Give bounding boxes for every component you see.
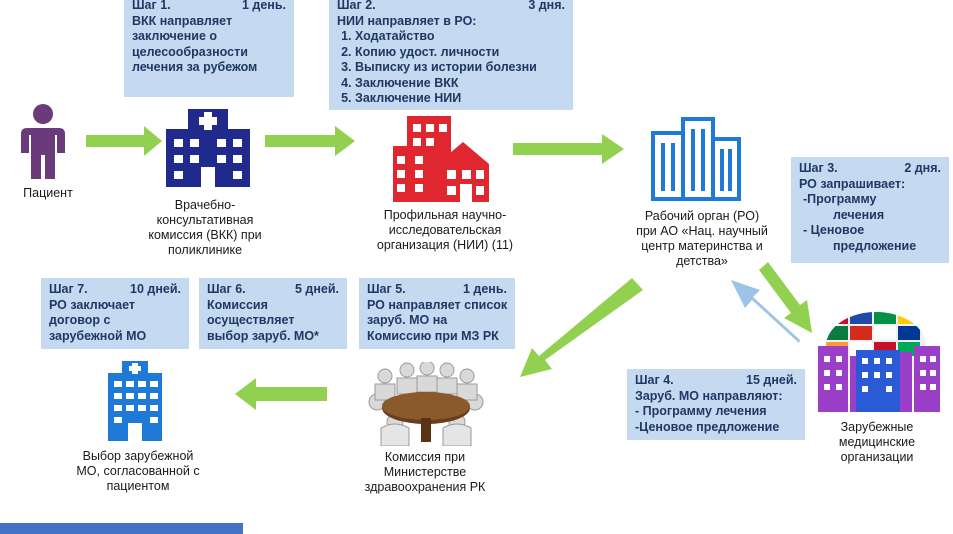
step-2-list: Ходатайство Копию удост. личности Выписк… xyxy=(337,29,565,107)
step-3-days: 2 дня. xyxy=(904,161,941,175)
arrow-ro-to-foreign xyxy=(759,262,812,333)
step-5-line: заруб. МО на xyxy=(367,313,448,327)
hospital-tower-icon xyxy=(108,361,162,441)
commission-label-line: Министерстве xyxy=(383,465,467,479)
vkk-label-line: комиссия (ВКК) при xyxy=(148,228,262,242)
hospital-building-icon xyxy=(166,109,250,187)
choice-label: Выбор зарубежной МО, согласованной с пац… xyxy=(58,449,218,494)
step-3-line: РО запрашивает: xyxy=(799,176,906,191)
step-2-item: Заключение ВКК xyxy=(355,76,565,92)
foreign-label-line: медицинские xyxy=(838,435,916,449)
nii-label-line: Профильная научно- xyxy=(383,208,507,222)
ro-label-line: при АО «Нац. научный xyxy=(636,224,768,238)
ro-label-line: центр материнства и xyxy=(641,239,763,253)
step-7-line: зарубежной МО xyxy=(49,328,147,343)
choice-label-line: МО, согласованной с xyxy=(76,464,200,478)
step-4-line: -Ценовое предложение xyxy=(635,419,780,434)
step-5-days: 1 день. xyxy=(462,282,507,296)
vkk-label-line: поликлинике xyxy=(167,243,243,257)
vkk-label-line: консультативная xyxy=(156,213,254,227)
step-5-line: РО направляет список xyxy=(367,297,508,312)
ro-label: Рабочий орган (РО) при АО «Нац. научный … xyxy=(612,209,792,269)
step-2-days: 3 дня. xyxy=(528,0,565,12)
arrow-ro-to-commission xyxy=(520,278,643,377)
ro-label-line: Рабочий орган (РО) xyxy=(644,209,760,223)
arrow-patient-to-vkk xyxy=(86,126,162,156)
patient-label: Пациент xyxy=(23,186,73,200)
step-1-title: Шаг 1. xyxy=(132,0,171,12)
nii-label: Профильная научно- исследовательская орг… xyxy=(360,208,530,253)
step-1-days: 1 день. xyxy=(241,0,286,12)
foreign-label-line: организации xyxy=(840,450,914,464)
ro-label-line: детства» xyxy=(676,254,728,268)
step-3-line: предложение xyxy=(833,238,917,253)
step-3-line: лечения xyxy=(833,207,885,222)
nii-label-line: исследовательская xyxy=(388,223,502,237)
step-6-line: выбор заруб. МО* xyxy=(207,328,319,343)
step-1-line: заключение о xyxy=(132,29,218,43)
step-2-box: Шаг 2. 3 дня. НИИ направляет в РО: Ходата… xyxy=(329,0,573,110)
step-1-line: ВКК направляет xyxy=(132,13,233,28)
nii-label-line: организация (НИИ) (11) xyxy=(376,238,514,252)
step-6-box: Шаг 6. 5 дней. Комиссия осуществляет выбо… xyxy=(199,278,347,349)
vkk-label-line: Врачебно- xyxy=(174,198,236,212)
step-1-box: Шаг 1. 1 день. ВКК направляет заключение … xyxy=(124,0,294,97)
step-7-box: Шаг 7. 10 дней. РО заключает договор с за… xyxy=(41,278,189,349)
meeting-table-icon xyxy=(368,362,484,446)
step-6-days: 5 дней. xyxy=(294,282,339,296)
step-2-item: Выписку из истории болезни xyxy=(355,60,565,76)
foreign-label-line: Зарубежные xyxy=(840,420,914,434)
vkk-label: Врачебно- консультативная комиссия (ВКК)… xyxy=(130,198,280,258)
step-5-line: Комиссию при МЗ РК xyxy=(367,328,499,343)
choice-label-line: пациентом xyxy=(106,479,170,493)
step-7-days: 10 дней. xyxy=(130,282,181,296)
step-3-line: -Программу xyxy=(803,192,877,206)
foreign-label: Зарубежные медицинские организации xyxy=(812,420,942,465)
step-2-line: НИИ направляет в РО: xyxy=(337,13,477,28)
step-7-title: Шаг 7. xyxy=(49,282,88,296)
step-3-line: - Ценовое xyxy=(803,223,865,237)
step-7-line: договор с xyxy=(49,313,111,327)
commission-label-line: здравоохранения РК xyxy=(364,480,486,494)
step-6-title: Шаг 6. xyxy=(207,282,246,296)
step-5-box: Шаг 5. 1 день. РО направляет список заруб… xyxy=(359,278,515,349)
step-2-item: Ходатайство xyxy=(355,29,565,45)
step-1-line: лечения за рубежом xyxy=(132,60,258,74)
arrow-vkk-to-nii xyxy=(265,126,355,156)
step-4-line: Заруб. МО направляют: xyxy=(635,388,783,403)
step-5-title: Шаг 5. xyxy=(367,282,406,296)
step-6-line: Комиссия xyxy=(207,297,268,312)
step-4-title: Шаг 4. xyxy=(635,373,674,387)
arrow-commission-to-choice xyxy=(235,378,327,410)
flags-globe-buildings-icon xyxy=(818,312,940,412)
step-4-days: 15 дней. xyxy=(746,373,797,387)
footer-accent-bar xyxy=(0,523,243,534)
step-4-line: - Программу лечения xyxy=(635,404,767,418)
step-1-line: целесообразности xyxy=(132,44,248,59)
step-2-item: Копию удост. личности xyxy=(355,45,565,61)
step-6-line: осуществляет xyxy=(207,313,295,327)
commission-label-line: Комиссия при xyxy=(384,450,466,464)
choice-label-line: Выбор зарубежной xyxy=(82,449,194,463)
city-buildings-icon xyxy=(393,116,489,202)
step-3-box: Шаг 3.2 дня. РО запрашивает: -Программу … xyxy=(791,157,949,263)
step-2-item: Заключение НИИ xyxy=(355,91,565,107)
step-7-line: РО заключает xyxy=(49,297,136,312)
person-icon xyxy=(21,104,65,179)
office-building-icon xyxy=(651,117,741,201)
step-3-title: Шаг 3. xyxy=(799,161,838,175)
arrow-foreign-to-ro xyxy=(731,280,800,343)
step-4-box: Шаг 4. 15 дней. Заруб. МО направляют: - П… xyxy=(627,369,805,440)
arrow-nii-to-ro xyxy=(513,134,624,164)
commission-label: Комиссия при Министерстве здравоохранени… xyxy=(350,450,500,495)
step-2-title: Шаг 2. xyxy=(337,0,376,12)
